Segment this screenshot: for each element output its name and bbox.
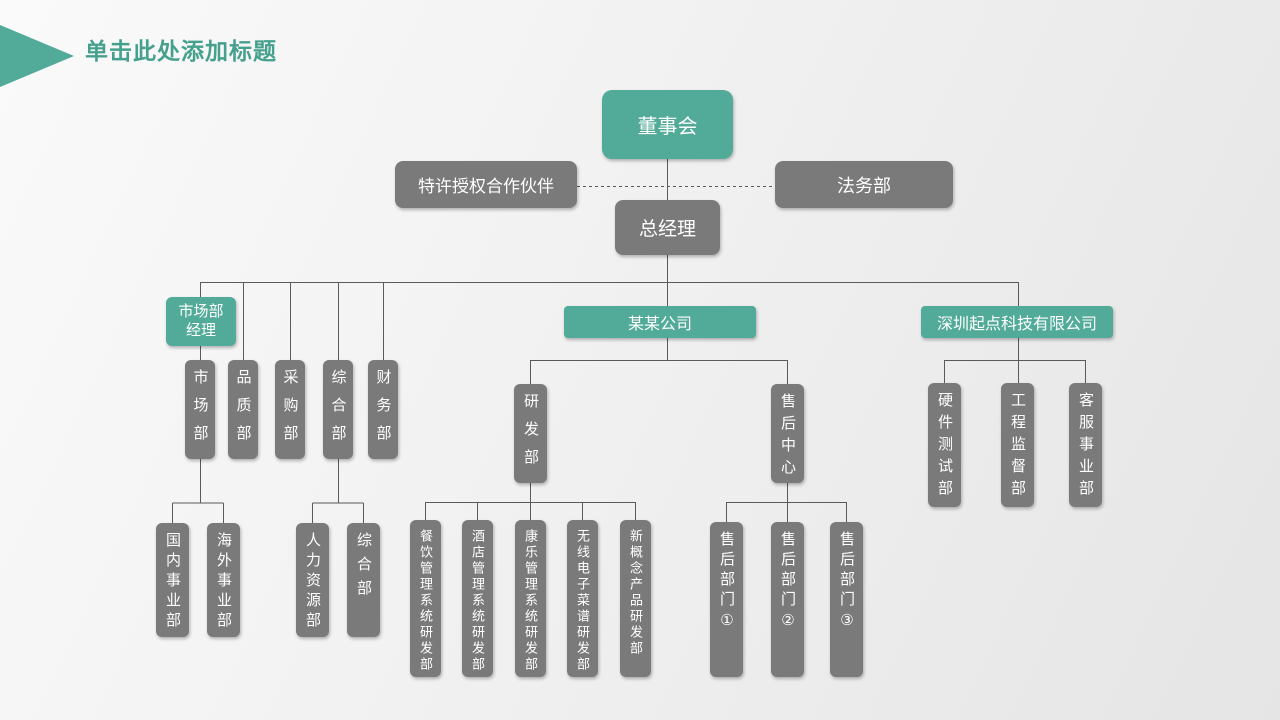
org-node-aftersales-2: 售后部门② xyxy=(771,522,804,677)
org-node-rd-dept: 研发部 xyxy=(514,384,547,483)
marketing-manager-line2: 经理 xyxy=(185,321,216,339)
org-node-domestic-div: 国内事业部 xyxy=(156,523,189,637)
org-node-company-right: 深圳起点科技有限公司 xyxy=(921,306,1113,338)
marketing-manager-line1: 市场部 xyxy=(178,302,224,320)
org-node-aftersales-1: 售后部门① xyxy=(710,522,743,677)
org-node-hw-test: 硬件测试部 xyxy=(928,383,961,507)
org-node-aftersales-3: 售后部门③ xyxy=(830,522,863,677)
org-node-dept-quality: 品质部 xyxy=(228,360,258,459)
org-node-franchise-partner: 特许授权合作伙伴 xyxy=(395,161,577,208)
org-node-dept-purchasing: 采购部 xyxy=(275,360,305,459)
org-node-company-center: 某某公司 xyxy=(564,306,756,338)
org-node-rd-recreation: 康乐管理系统研发部 xyxy=(515,520,546,677)
org-node-rd-hotel: 酒店管理系统研发部 xyxy=(462,520,493,677)
org-node-board: 董事会 xyxy=(602,90,733,159)
org-node-dept-finance: 财务部 xyxy=(368,360,398,459)
org-node-overseas-div: 海外事业部 xyxy=(207,523,240,637)
org-node-eng-supervision: 工程监督部 xyxy=(1001,383,1034,507)
org-node-hr-dept: 人力资源部 xyxy=(296,523,329,637)
title-accent-triangle-icon xyxy=(0,25,74,87)
org-node-legal: 法务部 xyxy=(775,161,953,208)
org-node-rd-newconcept: 新概念产品研发部 xyxy=(620,520,651,677)
org-node-dept-market: 市场部 xyxy=(185,360,215,459)
org-node-rd-catering: 餐饮管理系统研发部 xyxy=(410,520,441,677)
org-node-marketing-manager: 市场部 经理 xyxy=(166,297,236,346)
org-node-dept-general: 综合部 xyxy=(323,360,353,459)
org-node-customer-service: 客服事业部 xyxy=(1069,383,1102,507)
org-node-general-manager: 总经理 xyxy=(615,200,720,255)
org-node-rd-emenu: 无线电子菜谱研发部 xyxy=(567,520,598,677)
org-node-aftersales-center: 售后中心 xyxy=(771,384,804,483)
slide-title-placeholder[interactable]: 单击此处添加标题 xyxy=(85,38,277,64)
org-node-general-sub: 综合部 xyxy=(347,523,380,637)
